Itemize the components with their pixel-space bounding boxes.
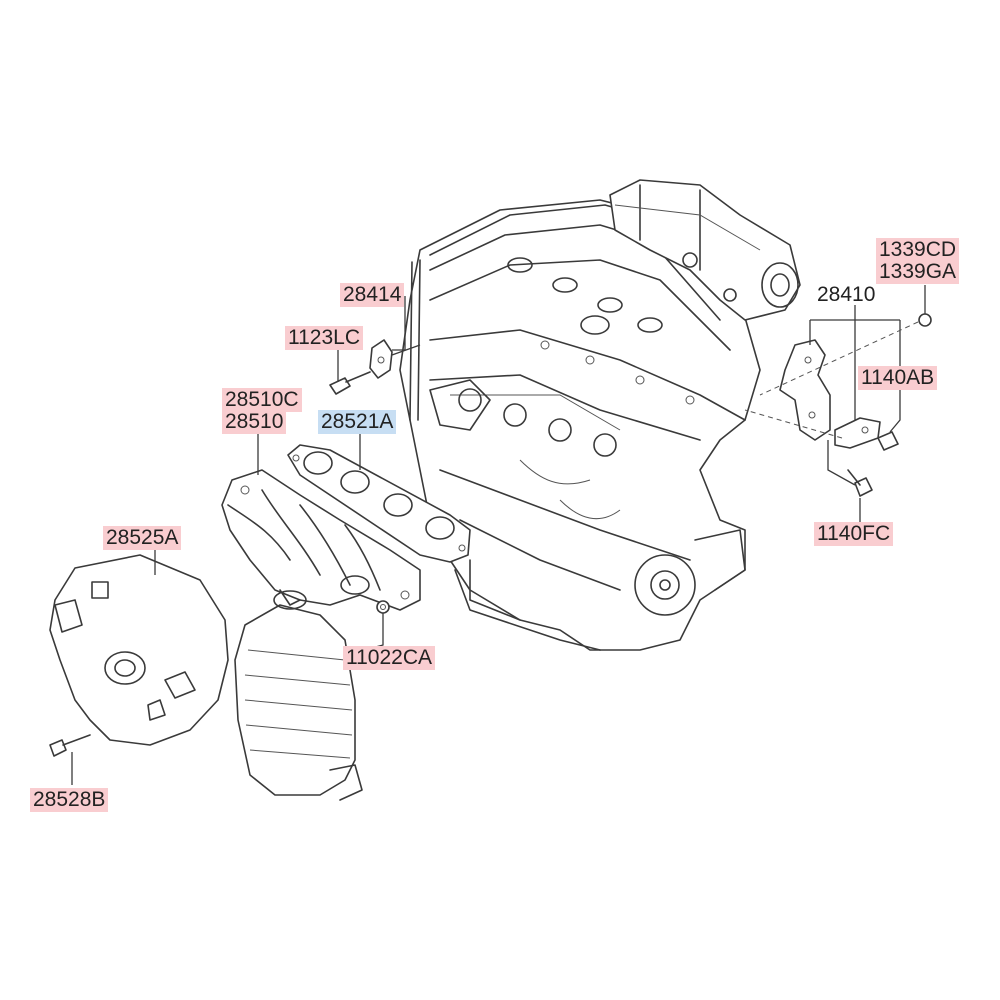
part-label-1339CD[interactable]: 1339CD — [876, 238, 960, 262]
leader-lines — [154, 285, 926, 575]
part-label-28521A[interactable]: 28521A — [318, 410, 397, 434]
engine-block — [399, 179, 801, 651]
gasket-28521A — [287, 444, 471, 563]
part-label-11022CA[interactable]: 11022CA — [343, 646, 436, 670]
part-label-28510C[interactable]: 28510C — [222, 388, 302, 412]
part-label-28510[interactable]: 28510 — [222, 410, 287, 434]
part-label-28410[interactable]: 28410 — [817, 283, 876, 306]
bolt-1123LC — [329, 371, 371, 395]
part-label-1140AB[interactable]: 1140AB — [858, 366, 938, 390]
catalytic-converter — [234, 590, 363, 801]
part-label-28525A[interactable]: 28525A — [103, 526, 182, 550]
part-label-28414[interactable]: 28414 — [340, 283, 405, 307]
heat-shield-28525A — [49, 554, 229, 746]
part-label-1123LC[interactable]: 1123LC — [285, 326, 364, 350]
part-label-28528B[interactable]: 28528B — [30, 788, 109, 812]
bolt-28528B — [49, 734, 91, 785]
bracket-28414 — [369, 339, 421, 379]
exhaust-manifold-28510 — [221, 469, 421, 611]
part-label-1339GA[interactable]: 1339GA — [876, 260, 960, 284]
part-label-1140FC[interactable]: 1140FC — [814, 522, 894, 546]
bracket-28410 — [779, 313, 932, 497]
